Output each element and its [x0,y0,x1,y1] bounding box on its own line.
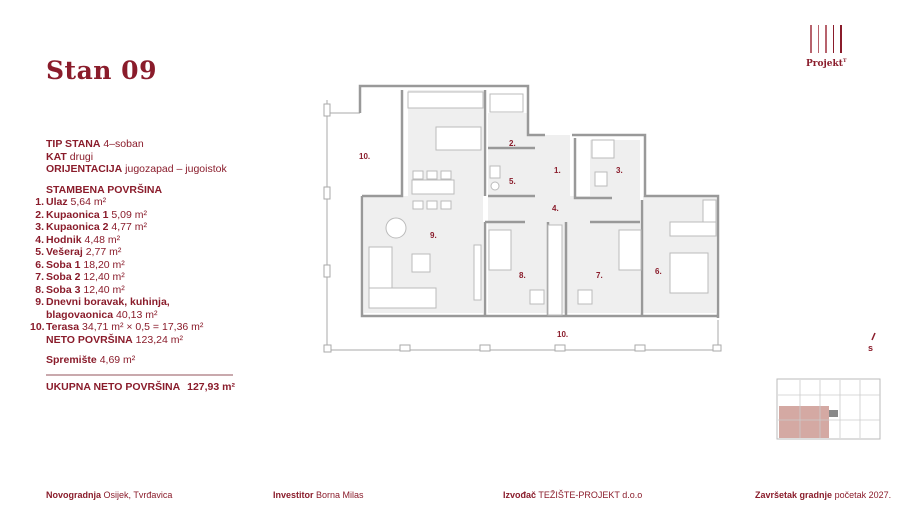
divider [46,373,233,376]
room-label-7: 7. [596,271,603,280]
room-label-4: 4. [552,204,559,213]
apartment-highlight [779,406,829,438]
apartment-info: TIP STANA 4–soban KAT drugi ORIJENTACIJA… [30,138,235,393]
room-list-item: 3.Kupaonica 2 4,77 m² [35,221,147,233]
building-key-plan [776,378,881,440]
room-list-item: 6.Soba 1 18,20 m² [35,258,125,271]
room-label-5: 5. [509,177,516,186]
footer-novogradnja: Novogradnja Osijek, Tvrđavica [46,490,173,500]
orijentacija: ORIJENTACIJA jugozapad – jugoistok [46,163,227,175]
room-list-item: 10.Terasa 34,71 m² × 0,5 = 17,36 m² [30,321,204,333]
kat: KAT drugi [46,150,94,163]
room-list-item: 8.Soba 3 12,40 m² [35,283,125,296]
room-label-10-terrace-west: 10. [359,152,370,161]
neto-povrsina: NETO POVRŠINA 123,24 m² [46,333,183,346]
stambena-heading: STAMBENA POVRŠINA [46,183,163,196]
north-arrow-icon [871,332,876,341]
room-label-2: 2. [509,139,516,148]
room-label-8: 8. [519,271,526,280]
projekt-logo: ProjektT [806,25,847,69]
north-label: S [868,343,874,353]
ukupna-neto: UKUPNA NETO POVRŠINA 127,93 m² [46,380,235,393]
footer-zavrsetak: Završetak gradnje početak 2027. [755,490,892,500]
footer-izvodac: Izvođač TEŽIŠTE-PROJEKT d.o.o [503,490,643,500]
room-list-item: 1.Ulaz 5,64 m² [35,196,107,208]
tip-stana: TIP STANA 4–soban [46,138,144,150]
room-label-6: 6. [655,267,662,276]
room-label-9: 9. [430,231,437,240]
room-list-item: 4.Hodnik 4,48 m² [35,233,121,246]
spremiste: Spremište 4,69 m² [46,354,136,366]
footer-investitor: Investitor Borna Milas [273,490,364,500]
room-label-10-terrace-south: 10. [557,330,568,339]
room-label-3: 3. [616,166,623,175]
room-list-item: 5.Vešeraj 2,77 m² [35,246,122,258]
room-label-1: 1. [554,166,561,175]
page-title: Stan 09 [46,56,157,85]
room-list-item: 9.Dnevni boravak, kuhinja,blagovaonica 4… [35,296,170,321]
room-list-item: 7.Soba 2 12,40 m² [35,271,125,283]
room-list-item: 2.Kupaonica 1 5,09 m² [35,208,147,221]
